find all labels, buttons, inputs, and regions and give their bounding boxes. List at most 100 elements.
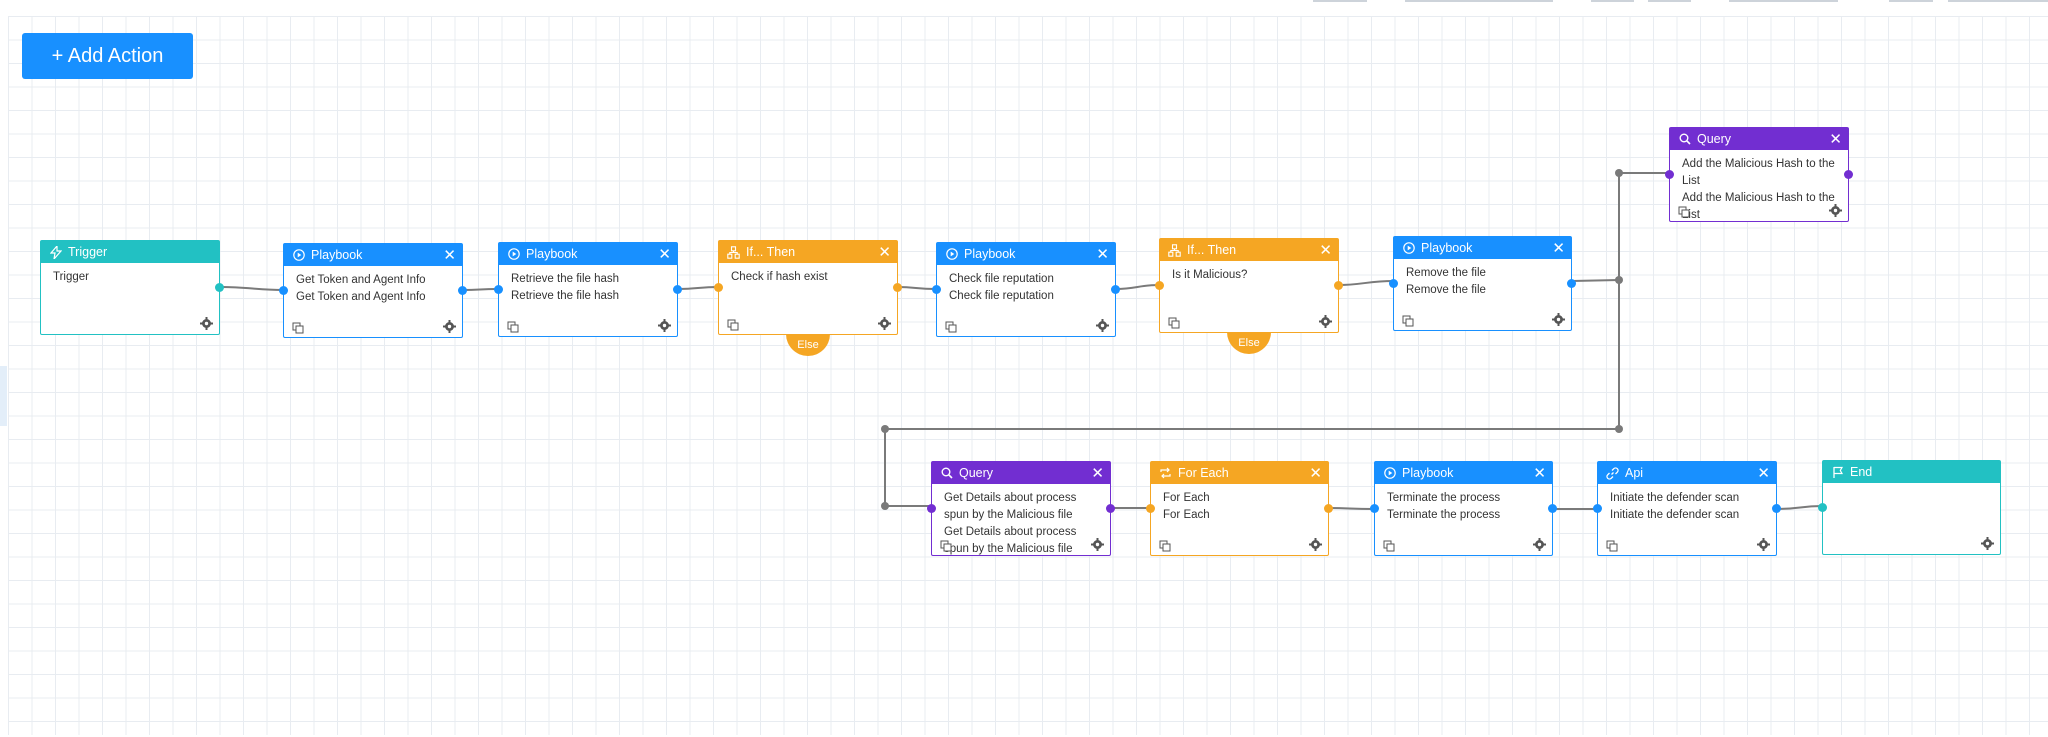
gear-icon[interactable] (1096, 319, 1109, 332)
toolbar-fragment (1405, 0, 1553, 2)
close-icon[interactable]: ✕ (1829, 130, 1842, 148)
node-description: Is it Malicious? (1172, 269, 1248, 281)
copy-icon[interactable] (292, 321, 304, 334)
output-port[interactable] (1772, 504, 1781, 513)
query-node-process-details[interactable]: Query ✕ Get Details about process spun b… (927, 461, 1115, 556)
gear-icon[interactable] (878, 317, 891, 330)
close-icon[interactable]: ✕ (878, 243, 891, 261)
output-port[interactable] (458, 286, 467, 295)
input-port[interactable] (1146, 504, 1155, 513)
toolbar-fragment (1889, 0, 1933, 2)
input-port[interactable] (932, 285, 941, 294)
node-title: Playbook (964, 247, 1016, 261)
copy-icon[interactable] (1159, 539, 1171, 552)
close-icon[interactable]: ✕ (1533, 464, 1546, 482)
gear-icon[interactable] (1829, 204, 1842, 217)
connector-junction-query1 (1618, 172, 1669, 280)
output-port[interactable] (215, 283, 224, 292)
if-then-node-hash-exist[interactable]: If... Then ✕ Check if hash exist (714, 240, 902, 335)
gear-icon[interactable] (1091, 538, 1104, 551)
connector-joint[interactable] (1615, 169, 1623, 177)
input-port[interactable] (1155, 281, 1164, 290)
input-port[interactable] (1389, 279, 1398, 288)
query-node-add-hash[interactable]: Query ✕ Add the Malicious Hash to the Li… (1665, 127, 1853, 222)
gear-icon[interactable] (1981, 537, 1994, 550)
output-port[interactable] (893, 283, 902, 292)
node-description: spun by the Malicious file (944, 543, 1073, 555)
gear-icon[interactable] (200, 317, 213, 330)
copy-icon[interactable] (727, 318, 739, 331)
toolbar-fragment (1648, 0, 1691, 2)
gear-icon[interactable] (1757, 538, 1770, 551)
connector-joint[interactable] (1615, 276, 1623, 284)
close-icon[interactable]: ✕ (658, 245, 671, 263)
gear-icon[interactable] (1309, 538, 1322, 551)
playbook-node-remove-file[interactable]: Playbook ✕ Remove the file Remove the fi… (1389, 236, 1576, 331)
connector-playbook1-playbook2 (462, 288, 498, 291)
side-panel-handle[interactable] (0, 366, 7, 426)
connector-joint[interactable] (881, 502, 889, 510)
output-port[interactable] (1324, 504, 1333, 513)
output-port[interactable] (1334, 281, 1343, 290)
if-then-node-malicious[interactable]: If... Then ✕ Is it Malicious? (1155, 238, 1343, 333)
copy-icon[interactable] (1606, 539, 1618, 552)
close-icon[interactable]: ✕ (1319, 241, 1332, 259)
close-icon[interactable]: ✕ (1552, 239, 1565, 257)
connector-ifthen2-playbook4 (1338, 280, 1394, 286)
flag-icon (1831, 466, 1844, 479)
close-icon[interactable]: ✕ (1096, 245, 1109, 263)
close-icon[interactable]: ✕ (1309, 464, 1322, 482)
output-port[interactable] (1567, 279, 1576, 288)
copy-icon[interactable] (940, 539, 952, 552)
connector-joint[interactable] (881, 425, 889, 433)
trigger-node[interactable]: Trigger Trigger (40, 240, 224, 335)
add-action-button[interactable]: + Add Action (22, 33, 193, 79)
gear-icon[interactable] (1552, 313, 1565, 326)
play-circle-icon (1402, 242, 1415, 255)
copy-icon[interactable] (1168, 316, 1180, 329)
input-port[interactable] (279, 286, 288, 295)
gear-icon[interactable] (658, 319, 671, 332)
connector-trigger-playbook1 (221, 286, 283, 291)
copy-icon[interactable] (945, 320, 957, 333)
copy-icon[interactable] (507, 320, 519, 333)
output-port[interactable] (673, 285, 682, 294)
else-branch-tab[interactable]: Else (1227, 332, 1271, 354)
output-port[interactable] (1106, 504, 1115, 513)
copy-icon[interactable] (1402, 314, 1414, 327)
node-description: Check if hash exist (731, 271, 828, 283)
else-branch-tab[interactable]: Else (786, 334, 830, 356)
playbook-node-terminate[interactable]: Playbook ✕ Terminate the process Termina… (1370, 461, 1557, 556)
connector-joint[interactable] (1615, 425, 1623, 433)
input-port[interactable] (1593, 504, 1602, 513)
end-node[interactable]: End (1818, 460, 2001, 555)
node-description: Retrieve the file hash (511, 273, 620, 285)
input-port[interactable] (714, 283, 723, 292)
connector-playbook4-junction (1571, 279, 1620, 282)
input-port[interactable] (1370, 504, 1379, 513)
close-icon[interactable]: ✕ (1757, 464, 1770, 482)
close-icon[interactable]: ✕ (443, 246, 456, 264)
gear-icon[interactable] (1533, 538, 1546, 551)
node-description: Retrieve the file hash (511, 290, 620, 302)
copy-icon[interactable] (1383, 539, 1395, 552)
gear-icon[interactable] (1319, 315, 1332, 328)
api-node-defender-scan[interactable]: Api ✕ Initiate the defender scan Initiat… (1593, 461, 1781, 556)
for-each-node[interactable]: For Each ✕ For Each For Each (1146, 461, 1333, 556)
playbook-node-reputation[interactable]: Playbook ✕ Check file reputation Check f… (932, 242, 1120, 337)
input-port[interactable] (494, 285, 503, 294)
playbook-node-hash[interactable]: Playbook ✕ Retrieve the file hash Retrie… (494, 242, 682, 337)
playbook-node-token[interactable]: Playbook ✕ Get Token and Agent Info Get … (279, 243, 467, 338)
node-description: Add the Malicious Hash to the (1682, 192, 1835, 204)
input-port[interactable] (1665, 170, 1674, 179)
output-port[interactable] (1844, 170, 1853, 179)
close-icon[interactable]: ✕ (1091, 464, 1104, 482)
output-port[interactable] (1111, 285, 1120, 294)
gear-icon[interactable] (443, 320, 456, 333)
output-port[interactable] (1548, 504, 1557, 513)
copy-icon[interactable] (1678, 205, 1690, 218)
node-title: Query (959, 466, 994, 480)
input-port[interactable] (1818, 503, 1827, 512)
input-port[interactable] (927, 504, 936, 513)
